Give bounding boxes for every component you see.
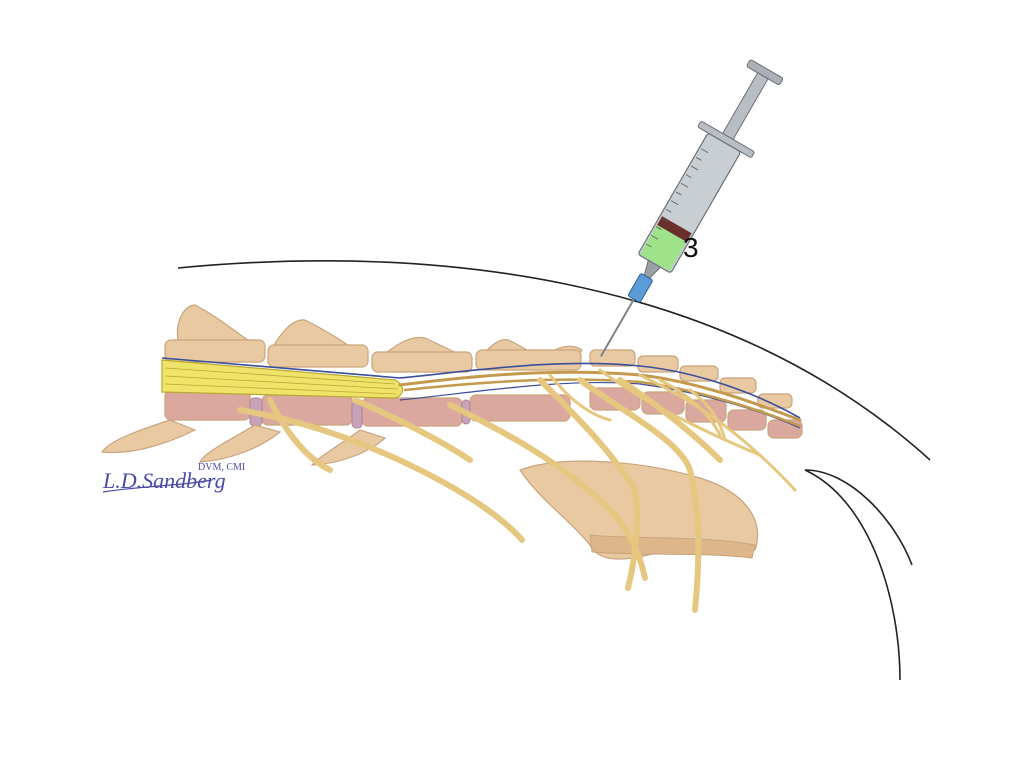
dura-mater bbox=[161, 357, 801, 419]
spinal-cord-fibers bbox=[164, 367, 399, 395]
body-outline-limb bbox=[804, 469, 913, 681]
syringe-plunger-tip bbox=[657, 216, 692, 242]
syringe-plunger-rod bbox=[721, 72, 769, 141]
needle-shaft bbox=[600, 298, 635, 357]
artist-signature: L.D.Sandberg DVM, CMI bbox=[102, 462, 245, 493]
syringe-fluid bbox=[640, 224, 687, 272]
spinal-cord bbox=[161, 359, 404, 399]
peripheral-nerves-fine bbox=[548, 368, 797, 492]
body-outline-dorsal bbox=[177, 260, 931, 461]
peripheral-nerves bbox=[237, 377, 723, 613]
step-number-label: 3 bbox=[683, 232, 699, 263]
syringe-graduations bbox=[645, 148, 709, 248]
cauda-equina-nerves bbox=[398, 370, 802, 428]
needle-hub bbox=[628, 273, 653, 303]
signature-credentials: DVM, CMI bbox=[198, 462, 245, 473]
transverse-processes bbox=[100, 419, 387, 466]
signature-underline bbox=[102, 479, 213, 493]
syringe bbox=[600, 59, 784, 357]
